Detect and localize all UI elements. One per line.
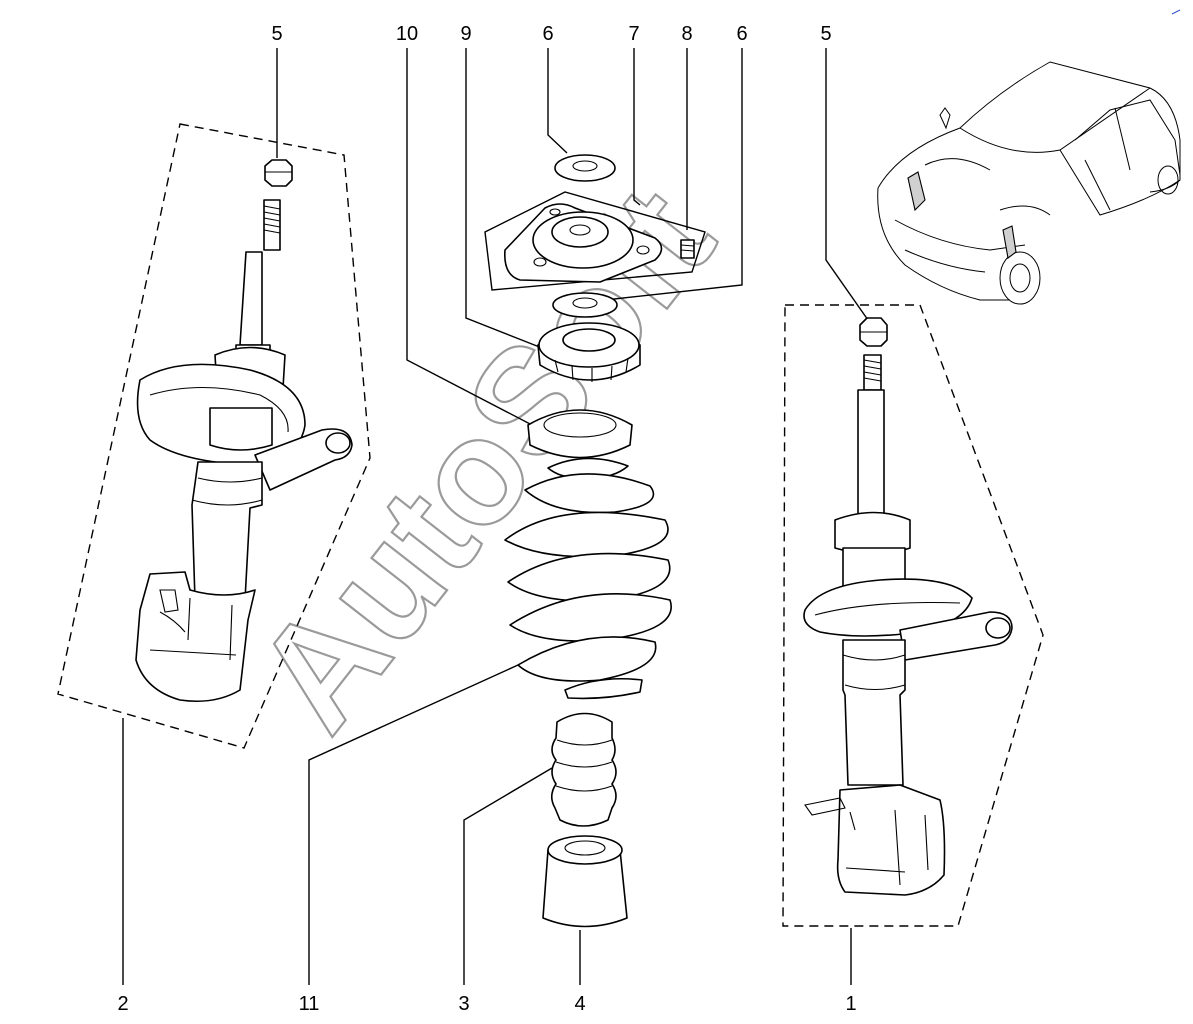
callout-5-top-right: 5 bbox=[820, 23, 831, 45]
centre-parts bbox=[484, 154, 706, 928]
callout-10-top: 10 bbox=[396, 23, 418, 45]
left-strut-assembly bbox=[57, 123, 371, 749]
right-spring-seat bbox=[803, 578, 973, 637]
support-mount-boundary bbox=[484, 191, 706, 291]
left-damper-tube bbox=[191, 461, 263, 601]
callout-7-top: 7 bbox=[628, 23, 639, 45]
callout-5-top-left: 5 bbox=[271, 23, 282, 45]
left-assembly-boundary bbox=[57, 123, 371, 749]
mount-bolt bbox=[680, 239, 695, 259]
coil-spring bbox=[504, 457, 672, 700]
right-assembly-boundary bbox=[782, 304, 1044, 927]
bump-stop bbox=[550, 712, 617, 827]
callout-labels: 5 10 9 6 7 8 6 5 2 11 3 4 1 bbox=[117, 23, 856, 1015]
callout-6-top-a: 6 bbox=[542, 23, 553, 45]
lower-washer bbox=[552, 292, 618, 318]
upper-washer bbox=[554, 154, 616, 182]
spring-seat-pad bbox=[527, 409, 633, 459]
callout-4-bottom: 4 bbox=[574, 993, 585, 1015]
callout-6-top-b: 6 bbox=[736, 23, 747, 45]
callout-11-bottom: 11 bbox=[299, 993, 320, 1015]
callout-8-top: 8 bbox=[681, 23, 692, 45]
left-strut-nut bbox=[264, 159, 293, 187]
callout-1-bottom: 1 bbox=[845, 993, 856, 1015]
right-strut-assembly bbox=[782, 304, 1044, 927]
leader-lines bbox=[122, 48, 869, 985]
right-damper-tube bbox=[842, 639, 906, 786]
right-knuckle-bracket bbox=[836, 784, 946, 896]
callout-3-bottom: 3 bbox=[458, 993, 469, 1015]
callout-2-bottom: 2 bbox=[117, 993, 128, 1015]
left-knuckle-bracket bbox=[135, 571, 256, 703]
vehicle-locator-sketch bbox=[877, 9, 1181, 305]
callout-9-top: 9 bbox=[460, 23, 471, 45]
